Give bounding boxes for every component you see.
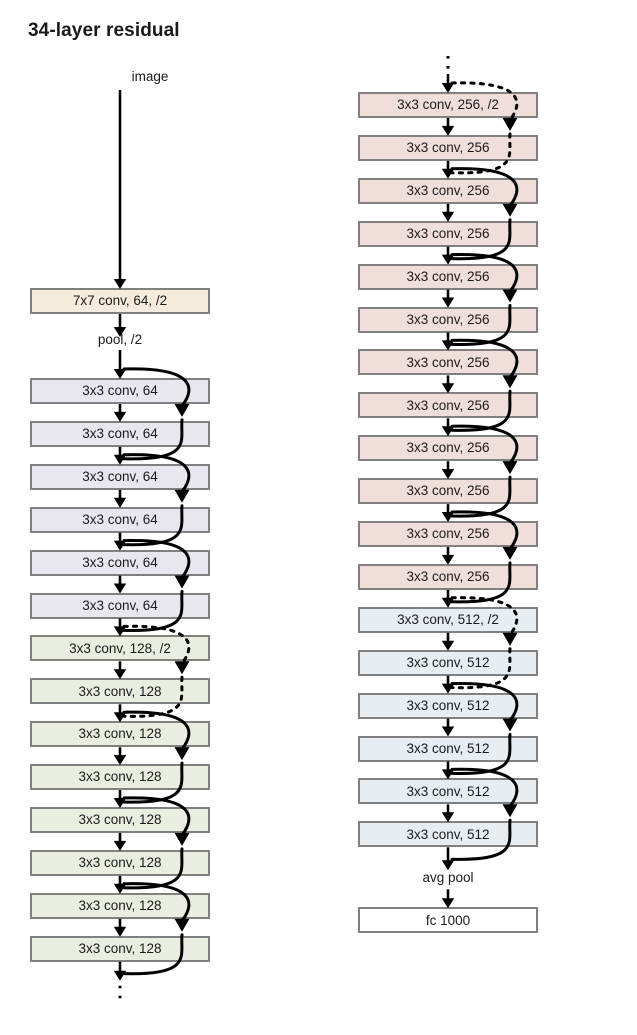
block-right-2: 3x3 conv, 256 [358, 177, 538, 204]
block-left-13: 3x3 conv, 128 [30, 935, 210, 962]
arrow-left-0 [113, 404, 127, 422]
arrow-right-10 [441, 547, 455, 565]
page-title: 34-layer residual [28, 20, 180, 41]
block-right-9: 3x3 conv, 256 [358, 478, 538, 505]
label-image: image [131, 69, 169, 84]
block-left-0: 3x3 conv, 64 [30, 378, 210, 404]
block-right-11: 3x3 conv, 256 [358, 563, 538, 590]
arrow-right-8 [441, 461, 455, 480]
arrow-right-11 [441, 589, 455, 608]
block-right-13: 3x3 conv, 512 [358, 649, 538, 676]
block-left-2: 3x3 conv, 64 [30, 463, 210, 490]
arrow-left-6 [113, 661, 127, 680]
arrow-left-12 [113, 918, 127, 937]
arrow-right-2 [441, 203, 455, 222]
label-pool: pool, /2 [97, 332, 143, 347]
block-right-8: 3x3 conv, 256 [358, 435, 538, 462]
block-right-10: 3x3 conv, 256 [358, 521, 538, 547]
arrow-right-4 [441, 289, 455, 308]
block-left-6: 3x3 conv, 128, /2 [30, 635, 210, 662]
block-right-1: 3x3 conv, 256 [358, 134, 538, 161]
arrow-left-7 [113, 704, 127, 723]
arrow-right-1 [441, 160, 455, 179]
arrow-left-3 [113, 532, 127, 551]
arrow-right-3 [441, 246, 455, 265]
arrow-left-8 [113, 747, 127, 766]
block-left-5: 3x3 conv, 64 [30, 592, 210, 619]
arrow-right-15 [441, 761, 455, 780]
block-right-16: 3x3 conv, 512 [358, 778, 538, 805]
arrow-right-12 [441, 632, 455, 651]
arrow-left-2 [113, 489, 127, 508]
block-left-11: 3x3 conv, 128 [30, 849, 210, 876]
arrow-right-7 [441, 418, 455, 437]
arrow-image-to-stem [113, 90, 127, 289]
arrow-left-13 [113, 961, 127, 981]
block-left-10: 3x3 conv, 128 [30, 807, 210, 833]
block-left-8: 3x3 conv, 128 [30, 721, 210, 748]
arrow-right-entry [441, 74, 455, 93]
arrow-left-5 [113, 618, 127, 637]
block-right-6: 3x3 conv, 256 [358, 349, 538, 376]
block-right-3: 3x3 conv, 256 [358, 220, 538, 247]
block-right-14: 3x3 conv, 512 [358, 692, 538, 719]
block-fc-1000: fc 1000 [358, 907, 538, 934]
arrow-right-16 [441, 804, 455, 823]
arrow-right-0 [441, 118, 455, 136]
arrow-right-17 [441, 847, 455, 871]
arrow-right-5 [441, 332, 455, 351]
block-stem-conv: 7x7 conv, 64, /2 [30, 288, 210, 314]
block-left-4: 3x3 conv, 64 [30, 549, 210, 576]
arrow-left-4 [113, 575, 127, 594]
block-right-7: 3x3 conv, 256 [358, 392, 538, 419]
block-left-12: 3x3 conv, 128 [30, 892, 210, 919]
block-right-15: 3x3 conv, 512 [358, 735, 538, 762]
label-avg-pool: avg pool [422, 870, 474, 886]
arrow-right-6 [441, 375, 455, 394]
block-left-1: 3x3 conv, 64 [30, 420, 210, 447]
block-right-5: 3x3 conv, 256 [358, 306, 538, 333]
arrow-left-1 [113, 446, 127, 465]
block-left-9: 3x3 conv, 128 [30, 764, 210, 791]
block-right-17: 3x3 conv, 512 [358, 821, 538, 848]
block-right-12: 3x3 conv, 512, /2 [358, 606, 538, 633]
arrow-right-14 [441, 718, 455, 737]
arrow-left-9 [113, 790, 127, 808]
arrow-left-11 [113, 875, 127, 894]
arrow-avgpool-to-fc [441, 889, 455, 909]
arrow-left-10 [113, 833, 127, 851]
arrow-right-9 [441, 504, 455, 522]
arrow-right-13 [441, 675, 455, 694]
block-left-3: 3x3 conv, 64 [30, 506, 210, 533]
block-right-0: 3x3 conv, 256, /2 [358, 92, 538, 118]
arrow-pool-to-block-0 [113, 350, 127, 379]
block-left-7: 3x3 conv, 128 [30, 678, 210, 705]
block-right-4: 3x3 conv, 256 [358, 263, 538, 290]
